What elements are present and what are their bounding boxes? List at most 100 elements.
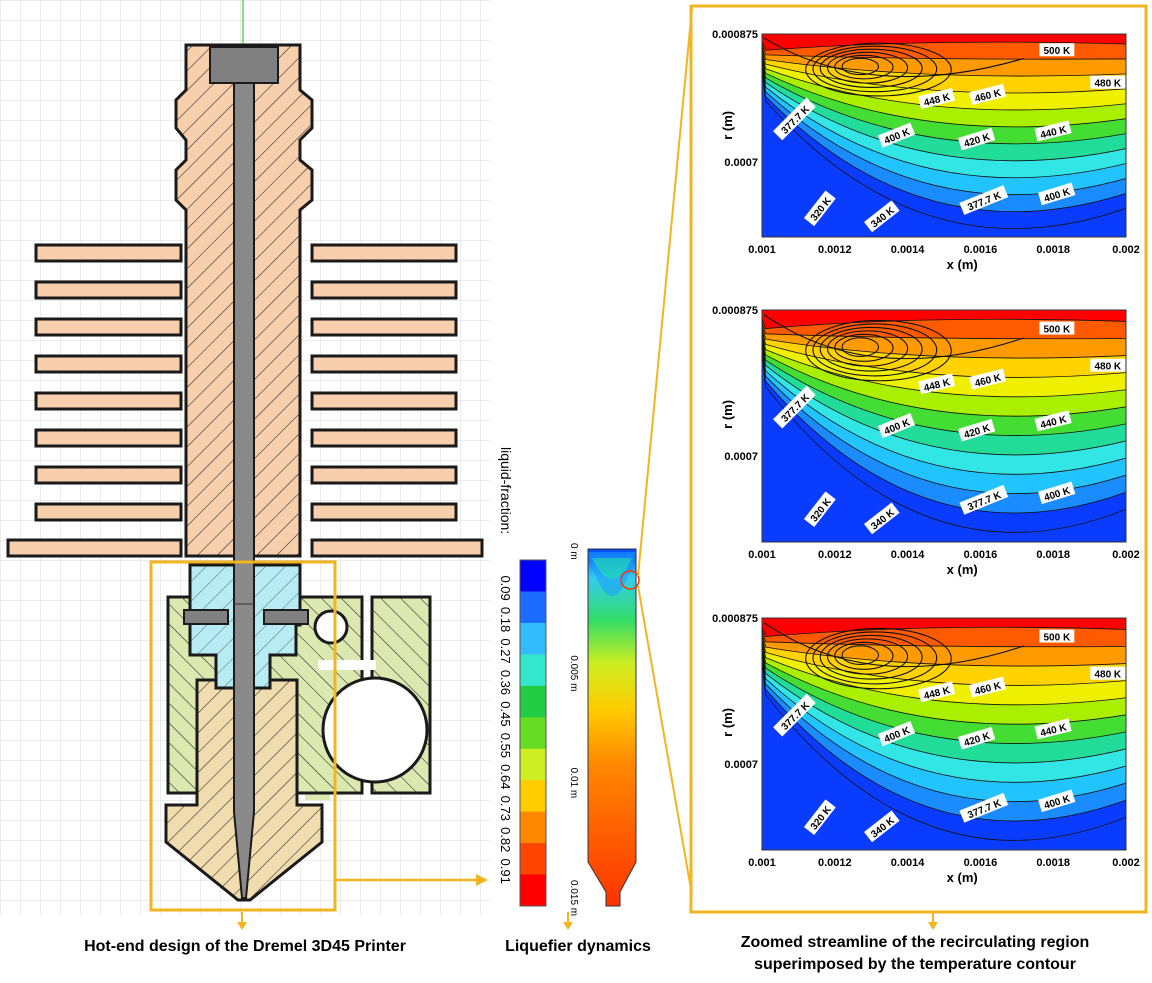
streamline [819, 48, 923, 88]
contour-label: 500 K [1043, 633, 1070, 644]
temperature-band [762, 34, 1126, 51]
colorbar-swatch [520, 717, 546, 750]
colorbar-swatch [520, 591, 546, 624]
x-tick-label: 0.0012 [818, 857, 852, 869]
streamline [763, 622, 1025, 668]
liquefier-plot: 0 m 0.005 m 0.01 m 0.015 m [563, 7, 693, 930]
y-axis-label: r (m) [720, 111, 735, 140]
zoom-panel-frame [689, 4, 1148, 914]
y-axis-label: r (m) [720, 400, 735, 429]
x-tick-label: 0.0014 [891, 857, 926, 869]
liquefier-axis-label: 0 m [568, 543, 579, 560]
liquefier-axis-label: 0.015 m [568, 880, 579, 916]
streamline [812, 45, 938, 93]
x-tick-label: 0.0016 [964, 549, 998, 561]
contour-label: 500 K [1043, 46, 1070, 57]
x-tick-label: 0.002 [1112, 244, 1140, 256]
colorbar-swatch [520, 843, 546, 876]
streamline [834, 641, 894, 670]
y-tick-label: 0.0007 [724, 759, 758, 771]
colorbar-tick-label: 0.73 [498, 796, 513, 821]
colorbar-tick-label: 0.36 [498, 670, 513, 695]
x-tick-label: 0.001 [748, 549, 776, 561]
y-tick-label: 0.0007 [724, 157, 758, 169]
colorbar-tick-label: 0.64 [498, 764, 513, 789]
x-tick-label: 0.0016 [964, 244, 998, 256]
streamline [819, 634, 923, 680]
thermistor-hole [313, 609, 349, 645]
y-tick-label: 0.000875 [712, 29, 758, 41]
caption-hotend: Hot-end design of the Dremel 3D45 Printe… [84, 938, 406, 955]
streamline [834, 54, 894, 80]
streamline [805, 627, 952, 690]
streamline [834, 333, 894, 362]
colorbar-swatch [520, 654, 546, 687]
liquefier-axis-label: 0.005 m [568, 655, 579, 691]
streamline [841, 57, 880, 76]
caption-liquefier: Liquefier dynamics [505, 938, 651, 955]
zoom-selection-box [149, 560, 337, 912]
colorbar-tick-label: 0.09 [498, 575, 513, 600]
zoom-line-top [637, 7, 693, 577]
y-tick-label: 0.000875 [712, 305, 758, 317]
streamline [841, 645, 880, 665]
contour-label: 480 K [1094, 670, 1121, 681]
streamline [826, 51, 909, 84]
hotend-diagram [0, 0, 490, 930]
contour-label: 500 K [1043, 325, 1070, 336]
liquefier-axis-label: 0.01 m [568, 768, 579, 799]
zoom-line-bottom [637, 585, 693, 896]
streamline [819, 326, 923, 372]
y-axis-label: r (m) [720, 708, 735, 737]
streamline [805, 319, 952, 382]
x-tick-label: 0.0016 [964, 857, 998, 869]
x-axis-label: x (m) [947, 870, 978, 885]
colorbar-tick-label: 0.18 [498, 607, 513, 632]
x-axis-label: x (m) [947, 562, 978, 577]
colorbar-swatch [520, 622, 546, 655]
heatsink-fins [6, 243, 484, 558]
streamline [841, 337, 880, 357]
streamline [812, 323, 938, 377]
x-tick-label: 0.0018 [1036, 549, 1070, 561]
x-tick-label: 0.0014 [891, 549, 926, 561]
x-tick-label: 0.002 [1112, 857, 1140, 869]
streamline [812, 631, 938, 685]
recirculation-marker [620, 570, 640, 590]
streamline [826, 330, 909, 367]
colorbar-swatch [520, 811, 546, 844]
x-tick-label: 0.001 [748, 857, 776, 869]
contour-label: 480 K [1094, 362, 1121, 373]
colorbar-swatch [520, 780, 546, 813]
colorbar-swatch [520, 685, 546, 718]
colorbar-swatch [520, 874, 546, 907]
colorbar: liquid-fraction: 0.090.180.270.360.450.5… [498, 447, 547, 907]
colorbar-tick-label: 0.91 [498, 859, 513, 884]
colorbar-title: liquid-fraction: [498, 447, 514, 534]
x-tick-label: 0.0014 [891, 244, 926, 256]
streamline [826, 638, 909, 675]
streamline [763, 314, 1025, 360]
contour-label: 480 K [1094, 79, 1121, 90]
y-tick-label: 0.0007 [724, 451, 758, 463]
x-tick-label: 0.0012 [818, 244, 852, 256]
x-tick-label: 0.002 [1112, 549, 1140, 561]
temperature-band [762, 618, 1126, 637]
colorbar-tick-label: 0.55 [498, 733, 513, 758]
y-tick-label: 0.000875 [712, 613, 758, 625]
colorbar-swatch [520, 748, 546, 781]
top-fitting [209, 46, 279, 84]
temperature-band [762, 310, 1126, 329]
streamline [805, 42, 952, 97]
colorbar-tick-label: 0.45 [498, 701, 513, 726]
x-tick-label: 0.001 [748, 244, 776, 256]
heater-hole [321, 676, 429, 784]
streamline [763, 37, 1025, 78]
x-axis-label: x (m) [947, 257, 978, 272]
colorbar-swatch [520, 560, 546, 592]
liquefier-domain [587, 548, 637, 907]
